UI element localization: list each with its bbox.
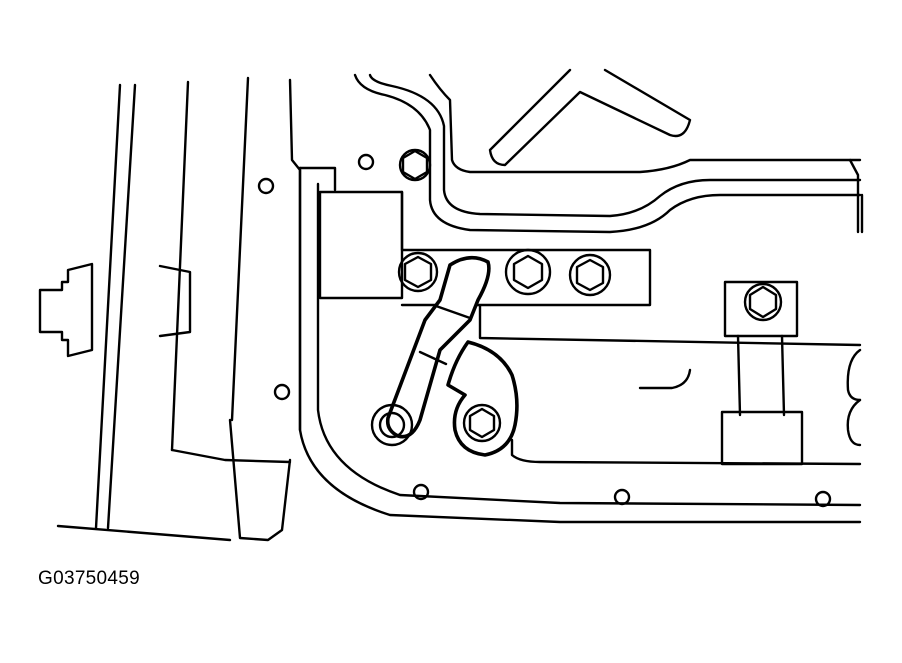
- side-mount: [38, 262, 192, 358]
- transmission-case: [56, 76, 302, 542]
- oil-tubes: [353, 68, 864, 234]
- figure-id-label: G03750459: [38, 568, 141, 589]
- detent-spring: [370, 255, 519, 457]
- detent-bracket: [720, 280, 862, 466]
- valve-body-plate: [318, 190, 862, 466]
- oil-pan-outline: [257, 153, 862, 524]
- bolt-row: [397, 148, 612, 297]
